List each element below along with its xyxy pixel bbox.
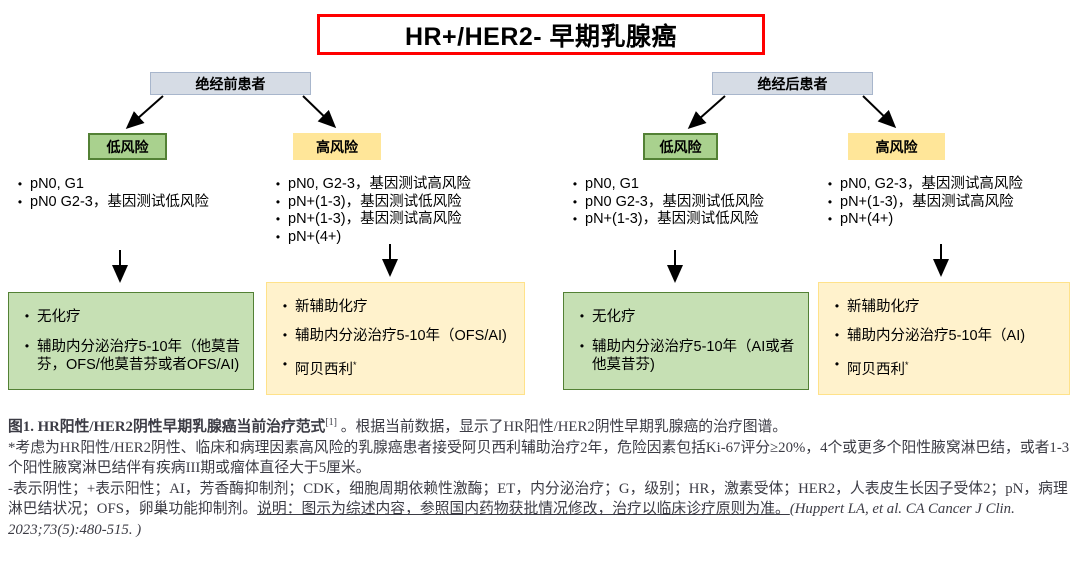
risk-label-pre-low: 低风险 <box>88 133 167 160</box>
treatment-box-post-high: •新辅助化疗 •辅助内分泌治疗5-10年（AI) •阿贝西利* <box>818 282 1070 395</box>
criteria-item: •pN0, G1 <box>10 176 260 194</box>
arrow-pre-to-high <box>302 95 337 129</box>
arrow-pre-to-low <box>125 95 164 129</box>
bullet-icon: • <box>834 357 840 372</box>
caption-abbreviations: -表示阴性；+表示阳性；AI，芳香酶抑制剂；CDK，细胞周期依赖性激酶；ET，内… <box>8 479 1076 541</box>
bullet-icon: • <box>827 177 833 191</box>
figure-title-text: HR+/HER2- 早期乳腺癌 <box>404 22 678 51</box>
criteria-item: •pN+(1-3)，基因测试低风险 <box>268 194 530 212</box>
treatment-item: •阿贝西利* <box>275 356 516 379</box>
bullet-icon: • <box>572 177 578 191</box>
criteria-item: •pN0, G2-3，基因测试高风险 <box>820 176 1075 194</box>
footnote-marker: * <box>353 360 357 371</box>
criteria-item: •pN0 G2-3，基因测试低风险 <box>565 194 823 212</box>
footnote-marker: * <box>905 360 909 371</box>
criteria-item: •pN0 G2-3，基因测试低风险 <box>10 194 260 212</box>
caption-reference-superscript: [1] <box>325 417 337 428</box>
criteria-list-post-high: •pN0, G2-3，基因测试高风险 •pN+(1-3)，基因测试高风险 •pN… <box>820 176 1075 229</box>
treatment-item: •辅助内分泌治疗5-10年（他莫昔芬，OFS/他莫昔芬或者OFS/AI) <box>17 338 245 374</box>
bullet-icon: • <box>17 194 23 209</box>
risk-label-post-low-text: 低风险 <box>659 138 702 155</box>
bullet-icon: • <box>282 328 288 343</box>
risk-label-post-high: 高风险 <box>848 133 945 160</box>
group-premenopausal-label: 绝经前患者 <box>195 75 266 92</box>
criteria-item: •pN+(4+) <box>268 229 530 247</box>
bullet-icon: • <box>24 309 30 324</box>
bullet-icon: • <box>579 338 585 353</box>
caption-note-underlined: 说明：图示为综述内容，参照国内药物获批情况修改，治疗以临床诊疗原则为准。 <box>257 501 790 518</box>
criteria-item: •pN0, G2-3，基因测试高风险 <box>268 176 530 194</box>
criteria-list-post-low: •pN0, G1 •pN0 G2-3，基因测试低风险 •pN+(1-3)，基因测… <box>565 176 823 229</box>
risk-label-post-low: 低风险 <box>643 133 718 160</box>
caption-figure-label: 图1. HR阳性/HER2阴性早期乳腺癌当前治疗范式 <box>8 418 326 435</box>
treatment-item: •辅助内分泌治疗5-10年（AI) <box>827 327 1061 345</box>
arrow-post-to-low <box>687 95 726 129</box>
bullet-icon: • <box>275 212 281 226</box>
treatment-item: •新辅助化疗 <box>827 298 1061 316</box>
criteria-item: •pN+(4+) <box>820 211 1075 229</box>
caption-citation: (Huppert LA, et al. CA Cancer J Clin. 20… <box>8 501 1015 538</box>
bullet-icon: • <box>579 309 585 324</box>
criteria-item: •pN+(1-3)，基因测试高风险 <box>268 211 530 229</box>
group-premenopausal: 绝经前患者 <box>150 72 311 95</box>
caption-line-1-rest: 。根据当前数据，显示了HR阳性/HER2阴性早期乳腺癌的治疗图谱。 <box>337 418 788 435</box>
bullet-icon: • <box>24 338 30 353</box>
bullet-icon: • <box>17 177 23 191</box>
criteria-list-pre-high: •pN0, G2-3，基因测试高风险 •pN+(1-3)，基因测试低风险 •pN… <box>268 176 530 246</box>
treatment-box-pre-high: •新辅助化疗 •辅助内分泌治疗5-10年（OFS/AI) •阿贝西利* <box>266 282 525 395</box>
bullet-icon: • <box>275 194 281 209</box>
bullet-icon: • <box>834 328 840 343</box>
bullet-icon: • <box>834 299 840 314</box>
bullet-icon: • <box>572 194 578 209</box>
group-postmenopausal-label: 绝经后患者 <box>757 75 828 92</box>
criteria-list-pre-low: •pN0, G1 •pN0 G2-3，基因测试低风险 <box>10 176 260 211</box>
treatment-item: •辅助内分泌治疗5-10年（OFS/AI) <box>275 327 516 345</box>
treatment-box-post-low: •无化疗 •辅助内分泌治疗5-10年（AI或者他莫昔芬) <box>563 292 809 390</box>
figure-title: HR+/HER2- 早期乳腺癌 <box>317 14 765 55</box>
risk-label-post-high-text: 高风险 <box>875 138 918 155</box>
risk-label-pre-low-text: 低风险 <box>106 138 149 155</box>
treatment-item: •新辅助化疗 <box>275 298 516 316</box>
treatment-item: •无化疗 <box>17 308 245 326</box>
caption-footnote: *考虑为HR阳性/HER2阴性、临床和病理因素高风险的乳腺癌患者接受阿贝西利辅助… <box>8 439 1070 477</box>
risk-label-pre-high-text: 高风险 <box>316 138 358 155</box>
treatment-box-pre-low: •无化疗 •辅助内分泌治疗5-10年（他莫昔芬，OFS/他莫昔芬或者OFS/AI… <box>8 292 254 390</box>
bullet-icon: • <box>275 177 281 191</box>
treatment-item: •阿贝西利* <box>827 356 1061 379</box>
figure-caption: 图1. HR阳性/HER2阴性早期乳腺癌当前治疗范式[1] 。根据当前数据，显示… <box>8 413 1076 540</box>
bullet-icon: • <box>282 357 288 372</box>
bullet-icon: • <box>827 194 833 209</box>
caption-abbrev-text: -表示阴性；+表示阳性；AI，芳香酶抑制剂；CDK，细胞周期依赖性激酶；ET，内… <box>8 480 1068 518</box>
criteria-item: •pN+(1-3)，基因测试低风险 <box>565 211 823 229</box>
arrow-post-to-high <box>862 95 897 129</box>
group-postmenopausal: 绝经后患者 <box>712 72 873 95</box>
caption-line-1: 图1. HR阳性/HER2阴性早期乳腺癌当前治疗范式[1] 。根据当前数据，显示… <box>8 413 1076 438</box>
bullet-icon: • <box>827 212 833 226</box>
bullet-icon: • <box>275 229 281 244</box>
criteria-item: •pN0, G1 <box>565 176 823 194</box>
bullet-icon: • <box>282 299 288 314</box>
treatment-item: •辅助内分泌治疗5-10年（AI或者他莫昔芬) <box>572 338 800 374</box>
bullet-icon: • <box>572 212 578 226</box>
criteria-item: •pN+(1-3)，基因测试高风险 <box>820 194 1075 212</box>
treatment-item: •无化疗 <box>572 308 800 326</box>
risk-label-pre-high: 高风险 <box>293 133 381 160</box>
